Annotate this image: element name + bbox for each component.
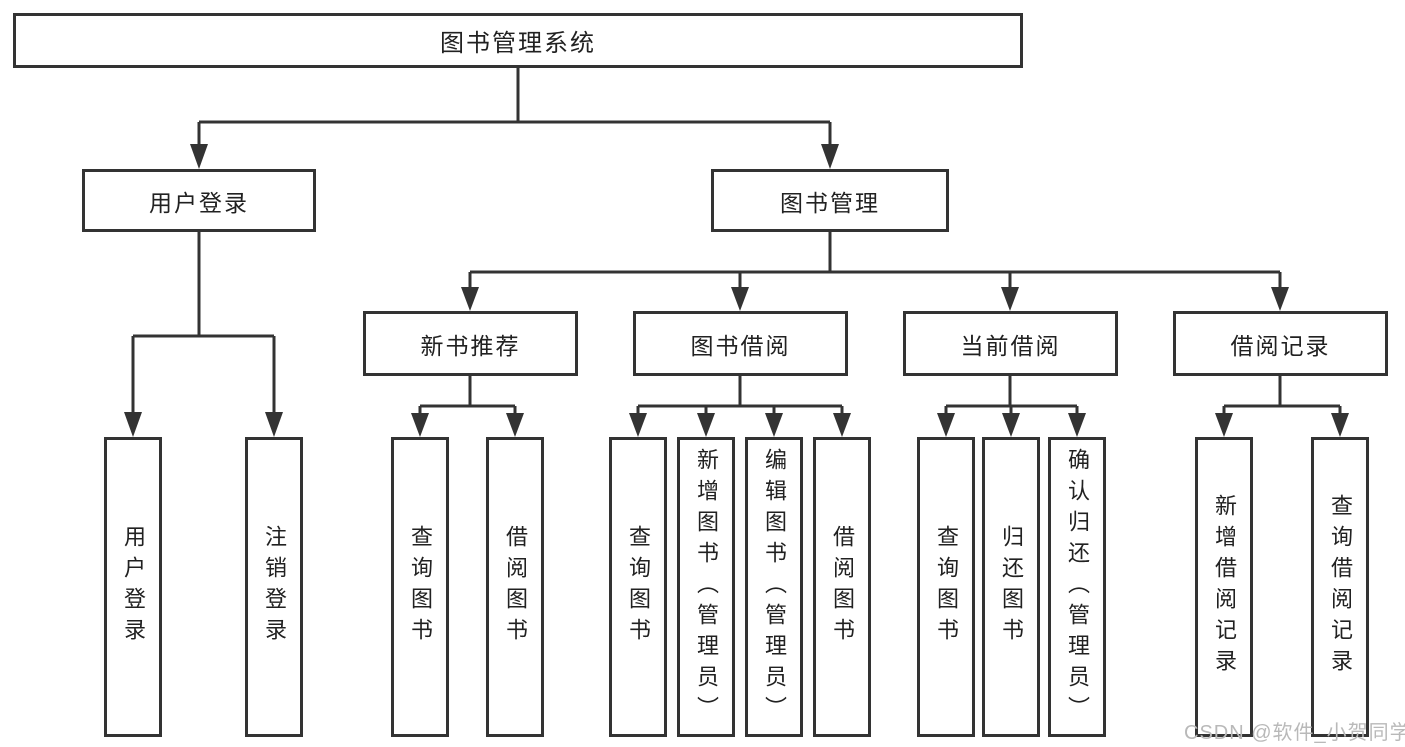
leaf-query-books-current: 查询图书: [917, 437, 975, 737]
node-new-book-recommendation: 新书推荐: [363, 311, 578, 376]
arrow-icon: [1068, 413, 1086, 437]
node-label: 图书管理系统: [440, 30, 596, 57]
leaf-edit-books-admin: 编辑图书（管理员）: [745, 437, 803, 737]
arrow-icon: [1002, 413, 1020, 437]
connector-borrowing-records: [1222, 376, 1342, 415]
arrow-icon: [1271, 287, 1289, 311]
node-book-borrowing: 图书借阅: [633, 311, 848, 376]
arrow-icon: [833, 413, 851, 437]
node-label: 新增图书（管理员）: [694, 447, 719, 727]
leaf-add-books-admin: 新增图书（管理员）: [677, 437, 735, 737]
leaf-query-books-borrowing: 查询图书: [609, 437, 667, 737]
node-label: 查询图书: [626, 525, 651, 649]
arrow-icon: [411, 413, 429, 437]
arrow-icon: [1331, 413, 1349, 437]
connector-root: [197, 68, 832, 146]
arrow-icon: [937, 413, 955, 437]
node-label: 新书推荐: [420, 332, 521, 359]
node-label: 图书管理: [780, 189, 880, 216]
node-label: 借阅记录: [1230, 332, 1331, 359]
arrowheads: [124, 144, 1349, 437]
node-label: 图书借阅: [690, 332, 791, 359]
connector-book-borrowing: [636, 376, 844, 415]
node-label: 新增借阅记录: [1212, 494, 1237, 680]
node-label: 查询图书: [408, 525, 433, 649]
arrow-icon: [190, 144, 208, 169]
leaf-borrow-books-borrowing: 借阅图书: [813, 437, 871, 737]
leaf-query-borrow-record: 查询借阅记录: [1311, 437, 1369, 737]
node-current-borrowing: 当前借阅: [903, 311, 1118, 376]
node-label: 用户登录: [149, 189, 249, 216]
node-label: 编辑图书（管理员）: [762, 447, 787, 727]
node-user-login: 用户登录: [82, 169, 316, 232]
arrow-icon: [731, 287, 749, 311]
node-label: 查询图书: [934, 525, 959, 649]
node-label: 当前借阅: [960, 332, 1061, 359]
node-label: 用户登录: [121, 525, 146, 649]
arrow-icon: [1215, 413, 1233, 437]
leaf-add-borrow-record: 新增借阅记录: [1195, 437, 1253, 737]
connector-book-management: [468, 232, 1282, 289]
connector-new-book-recommendation: [418, 376, 517, 415]
arrow-icon: [461, 287, 479, 311]
arrow-icon: [629, 413, 647, 437]
node-borrowing-records: 借阅记录: [1173, 311, 1388, 376]
connector-user-login: [131, 232, 276, 414]
arrow-icon: [265, 412, 283, 437]
arrow-icon: [821, 144, 839, 169]
node-label: 查询借阅记录: [1328, 494, 1353, 680]
leaf-user-login: 用户登录: [104, 437, 162, 737]
node-label: 确认归还（管理员）: [1065, 447, 1090, 727]
connector-current-borrowing: [944, 376, 1079, 415]
arrow-icon: [506, 413, 524, 437]
node-library-management-system: 图书管理系统: [13, 13, 1023, 68]
node-label: 借阅图书: [503, 525, 528, 649]
leaf-logout: 注销登录: [245, 437, 303, 737]
arrow-icon: [765, 413, 783, 437]
leaf-borrow-books-recommendation: 借阅图书: [486, 437, 544, 737]
arrow-icon: [697, 413, 715, 437]
leaf-return-books: 归还图书: [982, 437, 1040, 737]
leaf-query-books-recommendation: 查询图书: [391, 437, 449, 737]
node-label: 注销登录: [262, 525, 287, 649]
node-label: 借阅图书: [830, 525, 855, 649]
arrow-icon: [1001, 287, 1019, 311]
csdn-watermark: CSDN @软件_小贺同学: [1184, 722, 1405, 744]
arrow-icon: [124, 412, 142, 437]
leaf-confirm-return-admin: 确认归还（管理员）: [1048, 437, 1106, 737]
node-book-management: 图书管理: [711, 169, 949, 232]
node-label: 归还图书: [999, 525, 1024, 649]
